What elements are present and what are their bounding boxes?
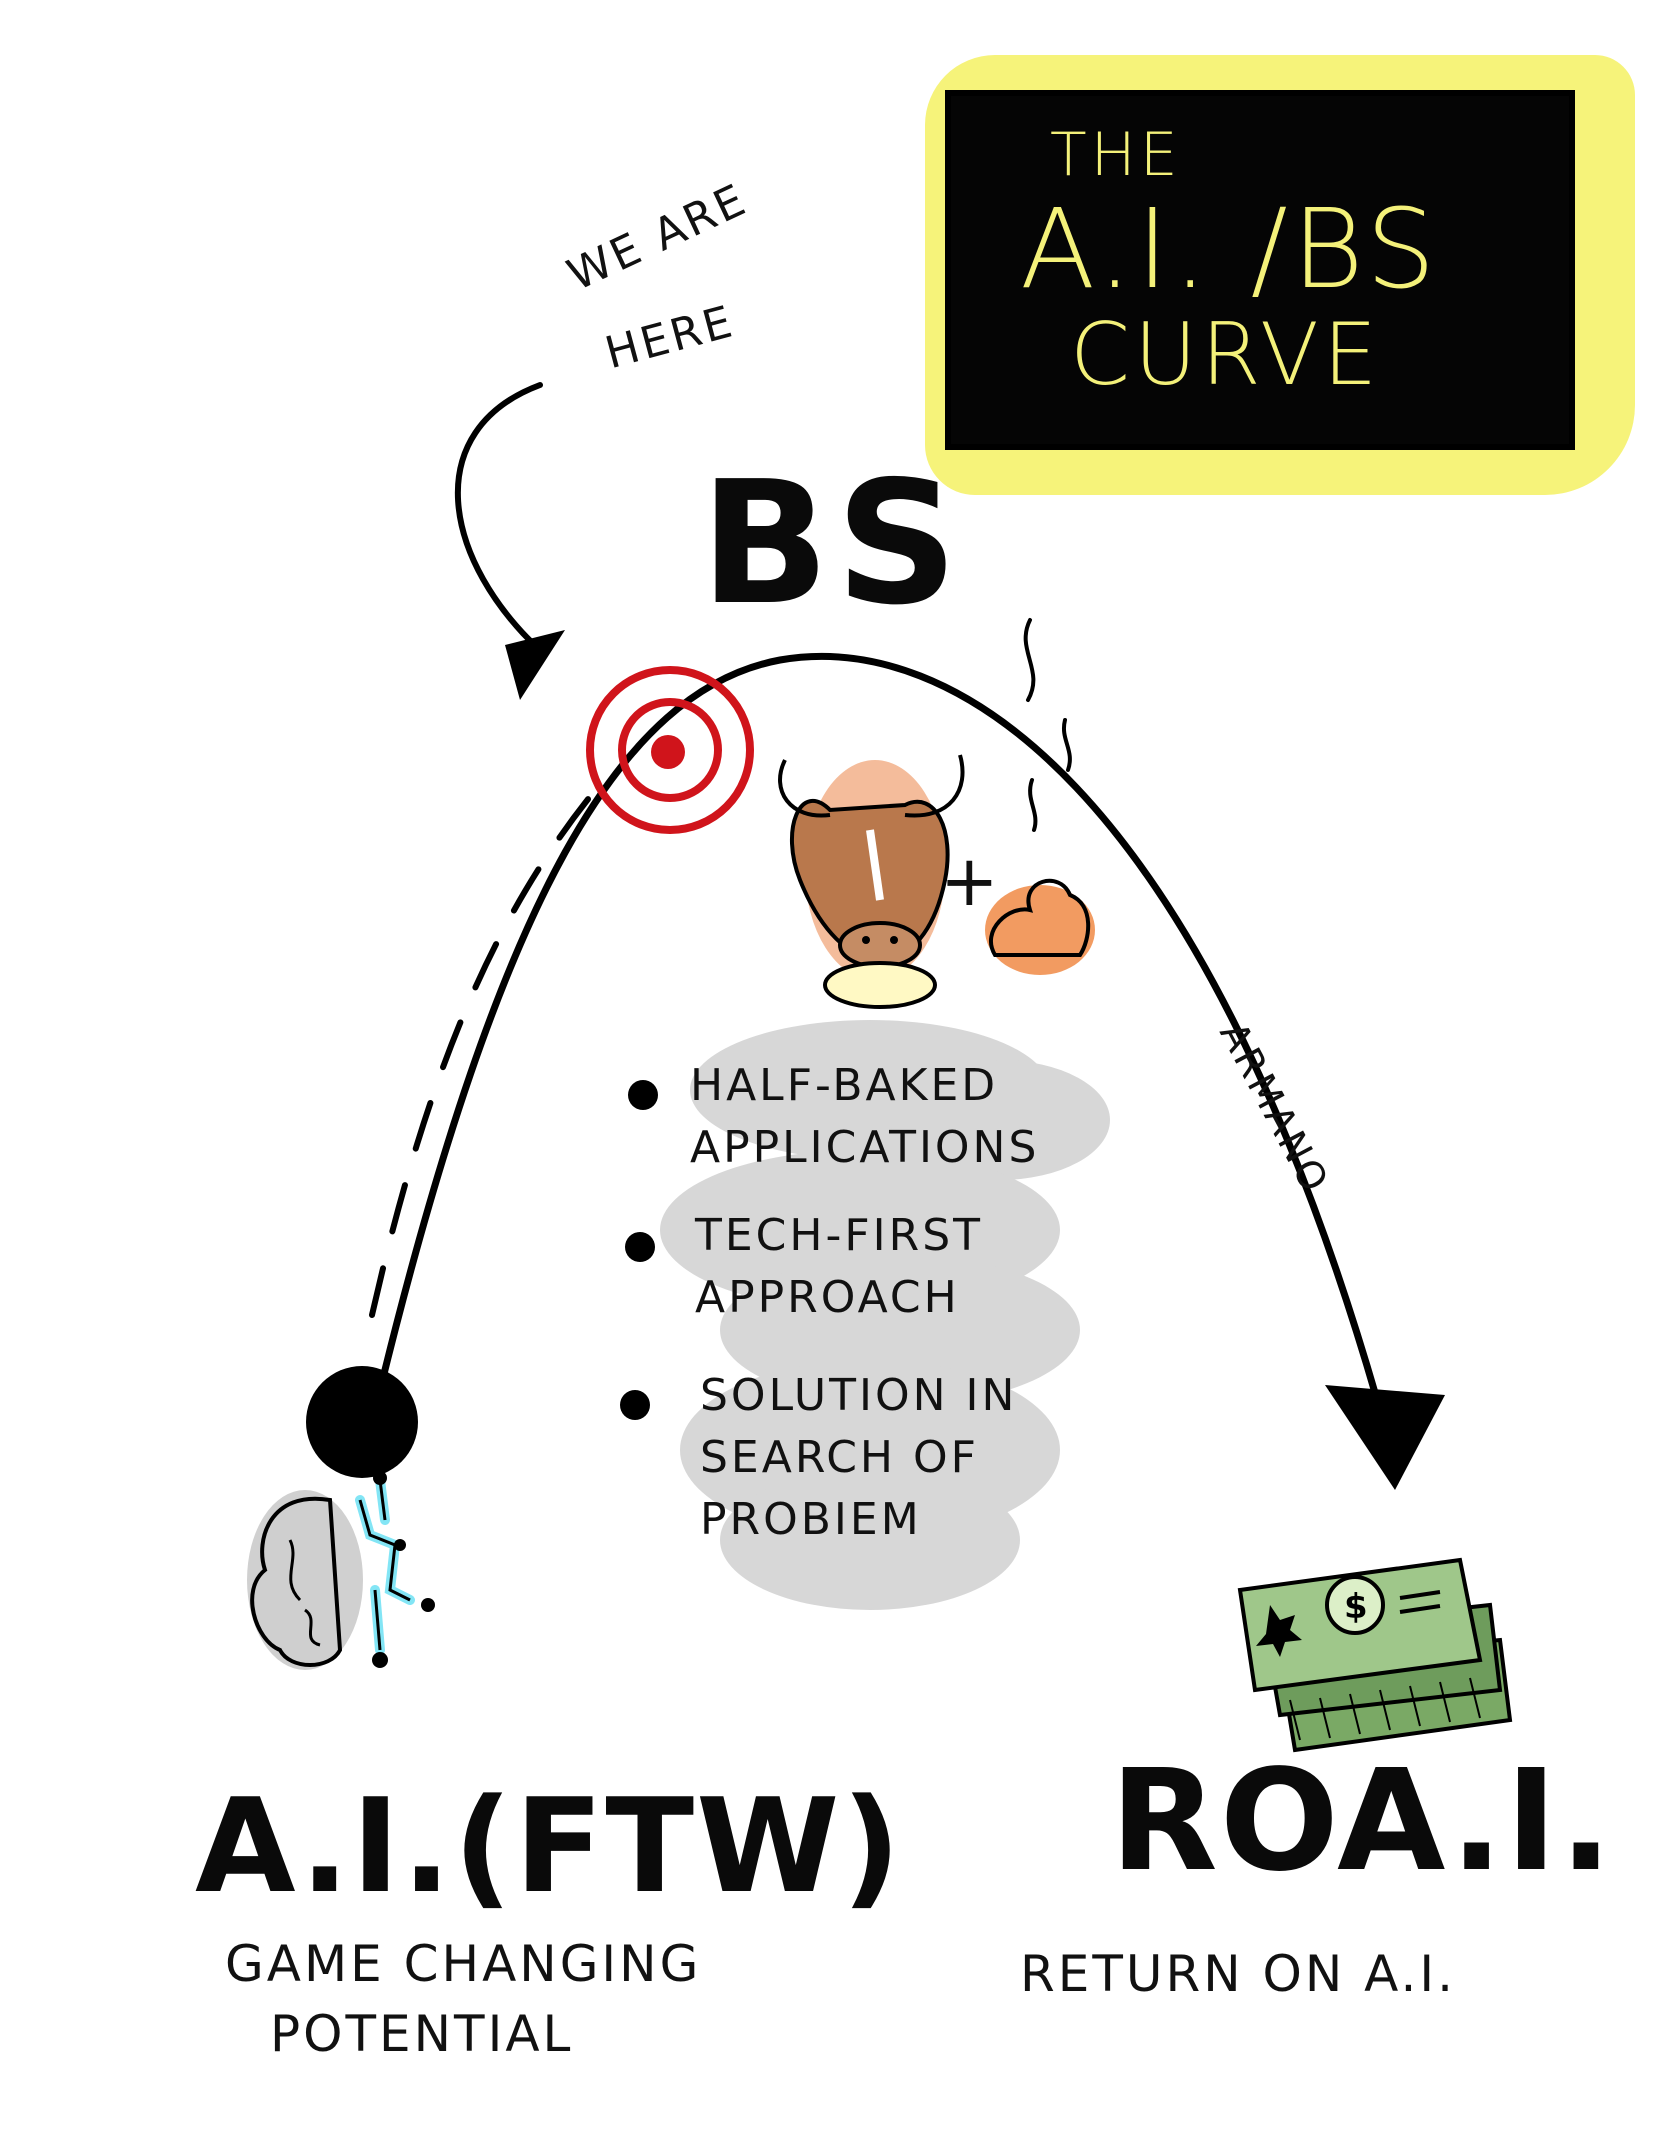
bullets-cloud	[660, 1020, 1110, 1610]
svg-text:$: $	[1344, 1587, 1368, 1627]
bullet-3-line-1: Solution IN	[700, 1370, 1018, 1421]
bullet-dot-1	[628, 1080, 658, 1110]
title-line-1: THE	[1050, 120, 1182, 190]
curve-arrowhead	[1325, 1385, 1445, 1490]
peak-label: BS	[700, 445, 965, 643]
bullet-dot-3	[620, 1390, 650, 1420]
money-stack-icon: $	[1237, 1557, 1513, 1753]
bullet-3: Solution IN SEARCH OF PROBIEM	[700, 1365, 1017, 1551]
title-line-2: A.I. /BS	[1020, 185, 1440, 313]
bullet-1-line-1: HALF-BAKED	[690, 1060, 999, 1111]
brain-icon	[247, 1471, 435, 1670]
we-are-here-arrow	[454, 382, 548, 658]
bullet-dot-2	[625, 1232, 655, 1262]
dashed-guide	[369, 767, 615, 1318]
bullet-2-line-1: TECH-FIRST	[695, 1210, 984, 1261]
bullet-2: TECH-FIRST APPROACH	[695, 1205, 983, 1329]
bullseye-icon	[586, 666, 754, 834]
plus-sign: +	[940, 840, 999, 922]
bullet-3-line-3: PROBIEM	[700, 1494, 922, 1545]
stink-lines	[1023, 618, 1072, 832]
bull-head-icon	[778, 754, 965, 1009]
left-subtitle-line-2: POTENTIAL	[270, 2005, 574, 2063]
title-line-3: CURVE	[1070, 305, 1382, 405]
left-title: A.I.(FTW)	[195, 1770, 903, 1922]
right-subtitle: RETURN ON A.I.	[1020, 1945, 1457, 2003]
start-dot	[306, 1366, 418, 1478]
we-are-here-arrowhead	[505, 630, 565, 700]
right-title: ROA.I.	[1110, 1740, 1615, 1903]
poop-icon	[985, 878, 1095, 975]
bs-curve	[376, 652, 1384, 1414]
bullet-2-line-2: APPROACH	[695, 1272, 960, 1323]
bullet-1-line-2: APPLICATIONS	[690, 1122, 1040, 1173]
bullet-3-line-2: SEARCH OF	[700, 1432, 979, 1483]
title-board	[945, 90, 1575, 450]
bullet-1: HALF-BAKED APPLICATIONS	[690, 1055, 1039, 1179]
left-subtitle-line-1: GAME ChAnging	[225, 1935, 702, 1993]
